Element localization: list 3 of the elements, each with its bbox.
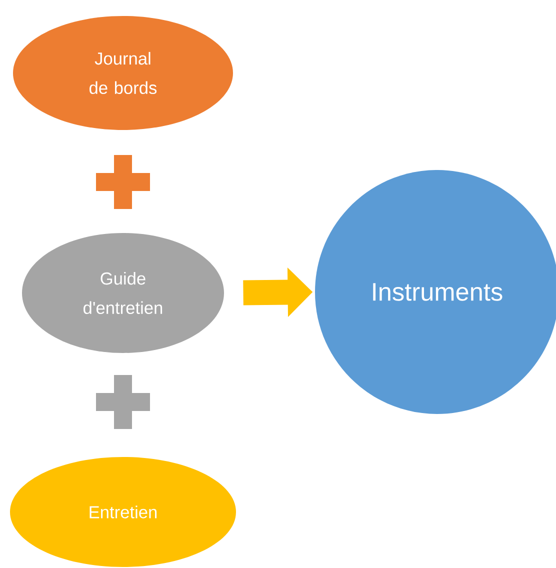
ellipse-node: Entretien: [10, 457, 236, 567]
ellipse-node: Journal de bords: [13, 16, 233, 130]
ellipse-node: Guide d'entretien: [22, 233, 224, 353]
